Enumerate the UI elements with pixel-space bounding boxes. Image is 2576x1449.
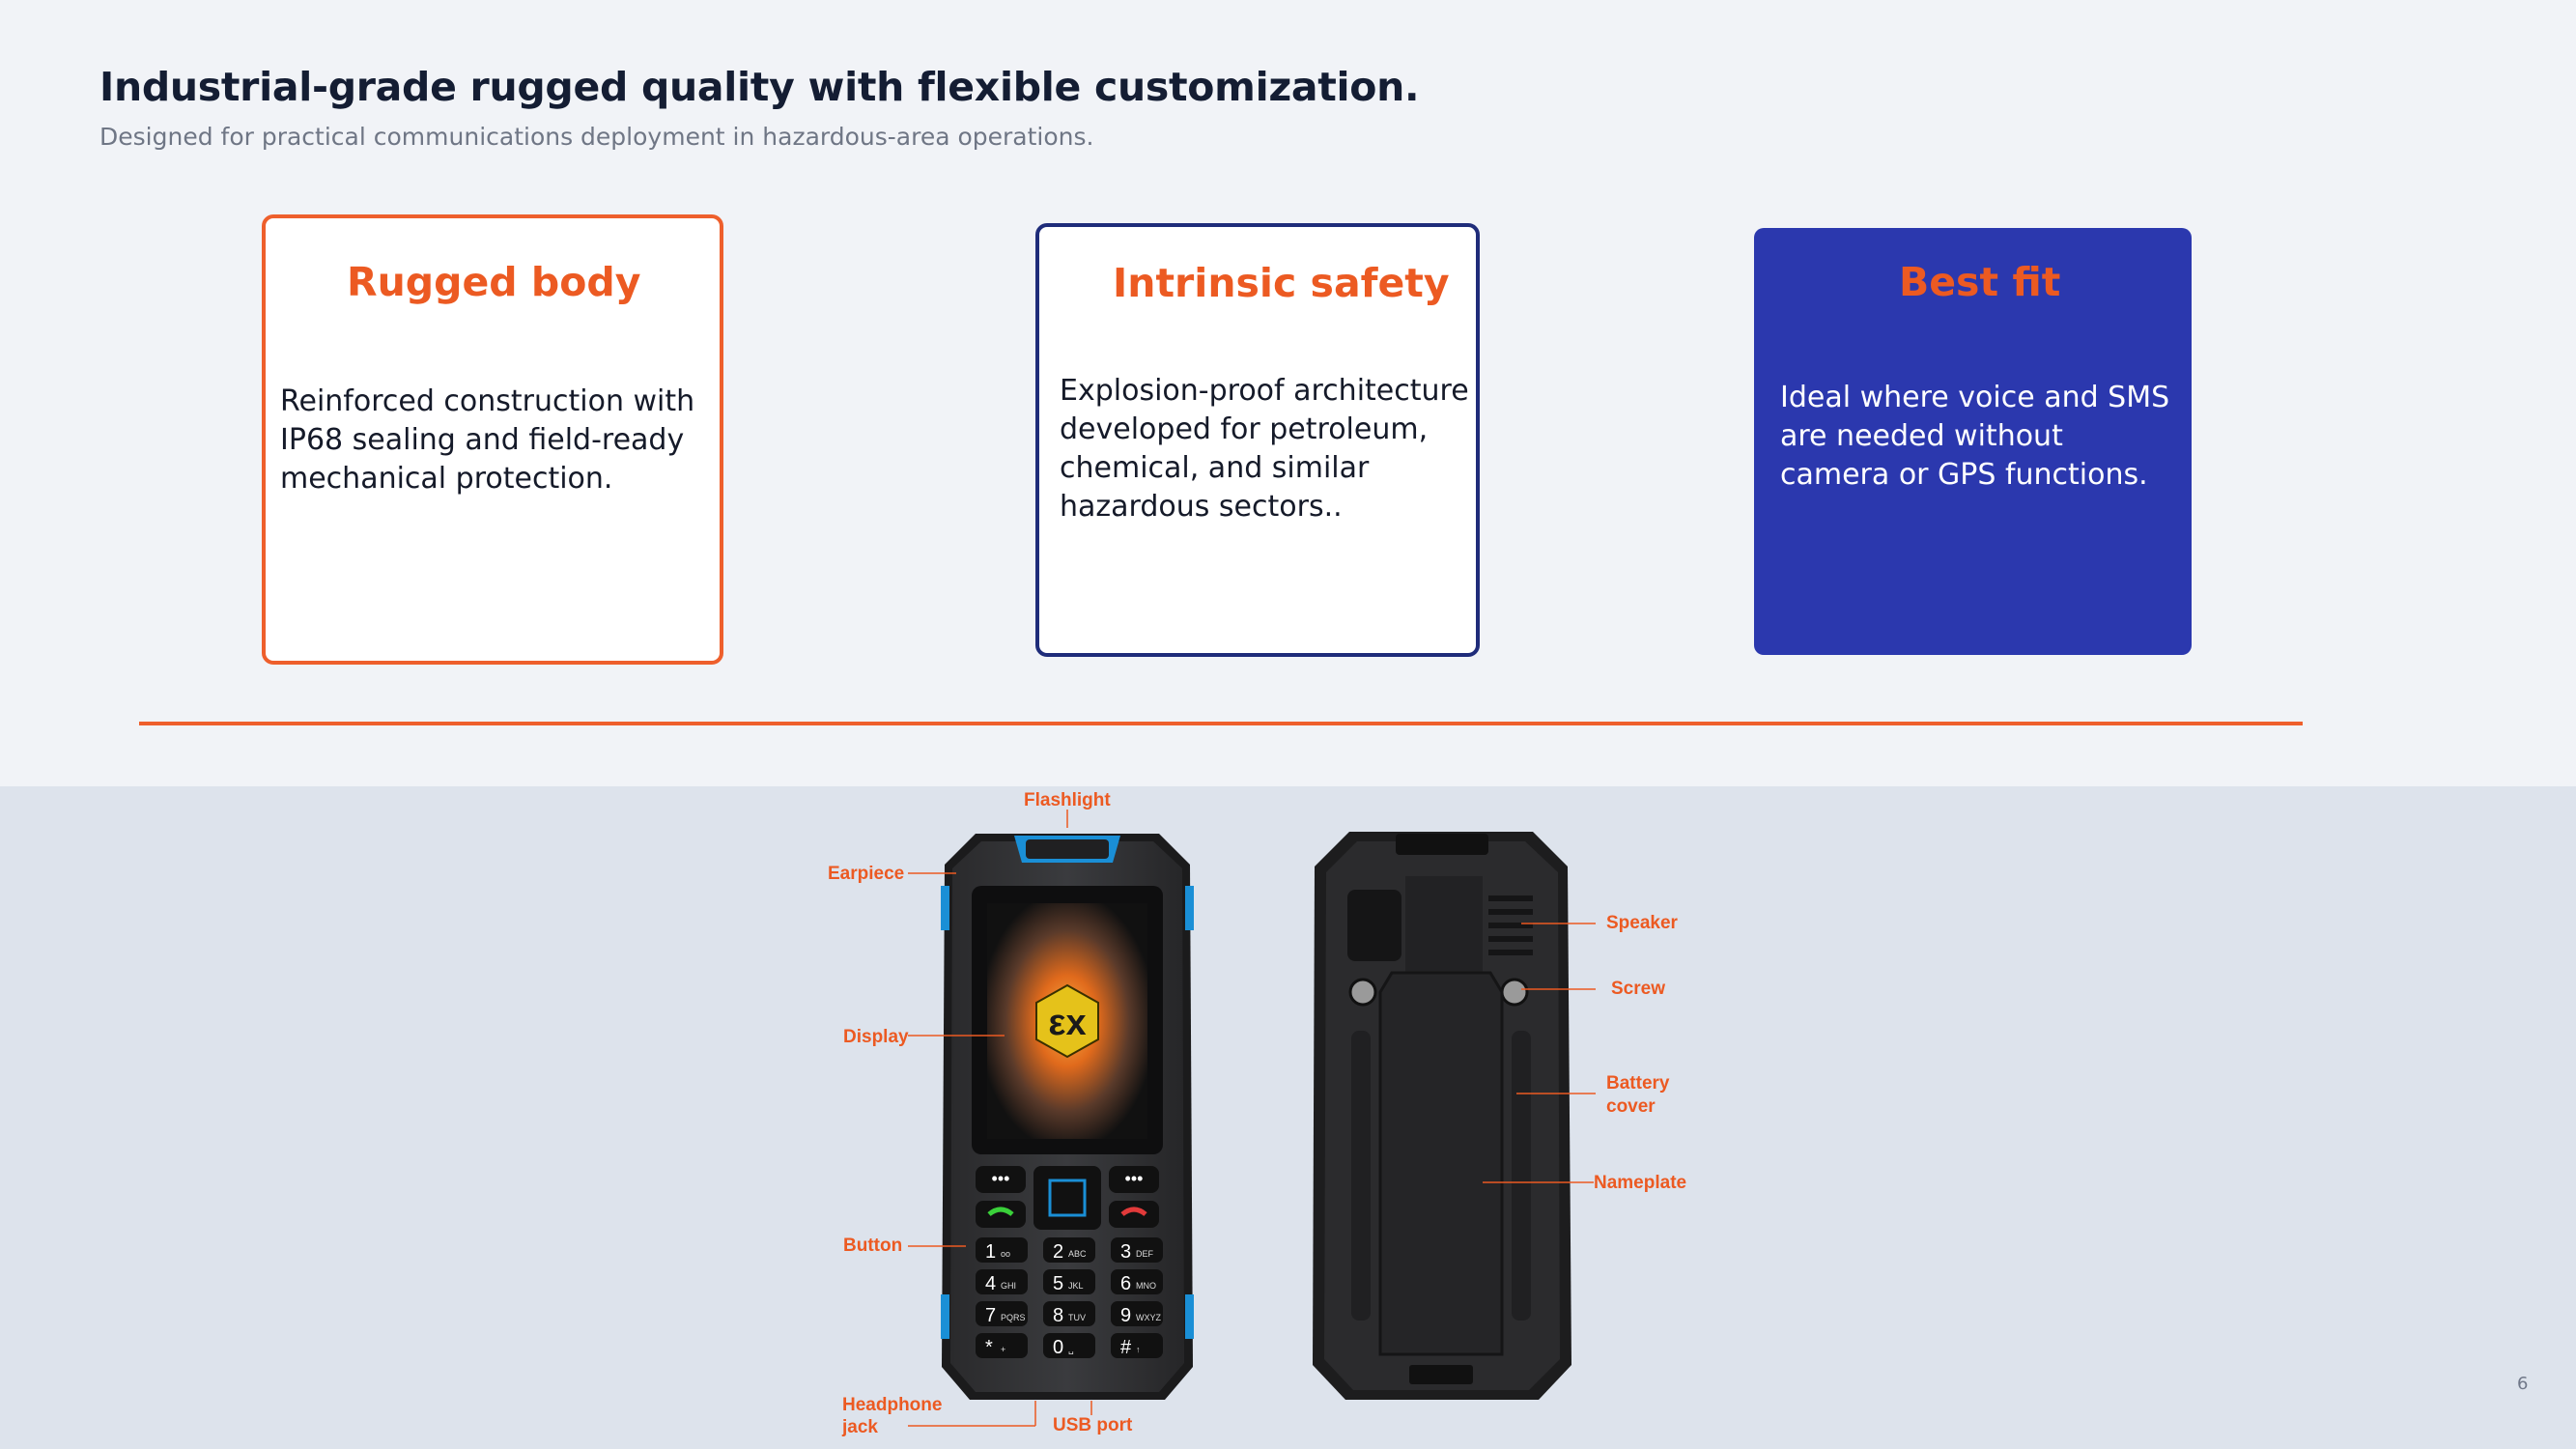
key-letters: GHI (1001, 1281, 1016, 1291)
product-diagram-panel (0, 786, 2576, 1449)
label-usb-port: USB port (1053, 1415, 1133, 1435)
card-best-fit: Best fit Ideal where voice and SMS are n… (1754, 228, 2192, 655)
key-letters: PQRS (1001, 1313, 1026, 1322)
keypad-key: 1 oo (976, 1237, 1028, 1263)
label-headphone-jack: Headphone jack (842, 1395, 943, 1437)
card-title: Rugged body (347, 259, 641, 305)
key-cap (1043, 1237, 1095, 1263)
ex-mark: εx (1048, 1003, 1086, 1043)
key-letters: WXYZ (1136, 1313, 1162, 1322)
key-digit: 1 (985, 1241, 996, 1263)
label-nameplate: Nameplate (1594, 1173, 1687, 1193)
key-digit: 5 (1053, 1273, 1063, 1294)
key-letters: ␣ (1068, 1345, 1074, 1355)
key-digit: 4 (985, 1273, 996, 1294)
label-display: Display (843, 1027, 909, 1047)
keypad-key: #↑ (1111, 1333, 1163, 1358)
key-cap (976, 1301, 1028, 1326)
label-earpiece: Earpiece (828, 864, 905, 884)
page-title: Industrial-grade rugged quality with fle… (99, 64, 1420, 110)
phone-front-image: εx ••• ••• 1 oo 2 ABC 3 DEF 4 GHI 5 JKL 6 MNO 7 PQRS 8… (941, 834, 1194, 1400)
key-letters: DEF (1136, 1249, 1154, 1259)
label-battery-cover-line1: Battery (1606, 1073, 1670, 1094)
key-cap (976, 1237, 1028, 1263)
key-cap (1111, 1333, 1163, 1358)
key-digit: * (985, 1337, 993, 1358)
section-divider (139, 722, 2303, 725)
key-digit: 7 (985, 1305, 996, 1326)
card-intrinsic-safety: Intrinsic safety Explosion-proof archite… (1035, 223, 1480, 657)
key-letters: TUV (1068, 1313, 1086, 1322)
key-digit: 8 (1053, 1305, 1063, 1326)
key-cap (1111, 1237, 1163, 1263)
key-cap (1043, 1301, 1095, 1326)
key-letters: + (1001, 1345, 1005, 1354)
keypad-key: 7 PQRS (976, 1301, 1028, 1326)
svg-text:•••: ••• (1125, 1169, 1144, 1188)
keypad-key: 0␣ (1043, 1333, 1095, 1358)
key-letters: ↑ (1136, 1345, 1141, 1354)
key-cap (1043, 1333, 1095, 1358)
label-flashlight: Flashlight (1024, 790, 1111, 810)
svg-text:•••: ••• (992, 1169, 1010, 1188)
keypad-key: 9 WXYZ (1111, 1301, 1163, 1326)
keypad-key: 8 TUV (1043, 1301, 1095, 1326)
label-battery-cover-line2: cover (1606, 1096, 1656, 1117)
keypad-key: 6 MNO (1111, 1269, 1163, 1294)
keypad-key: *+ (976, 1333, 1028, 1358)
key-digit: 0 (1053, 1337, 1063, 1358)
keypad-key: 4 GHI (976, 1269, 1028, 1294)
label-screw: Screw (1611, 979, 1665, 999)
key-cap (1111, 1269, 1163, 1294)
card-title: Intrinsic safety (1113, 260, 1450, 306)
key-digit: # (1120, 1337, 1132, 1358)
page-subtitle: Designed for practical communications de… (99, 123, 1094, 151)
key-digit: 9 (1120, 1305, 1131, 1326)
keypad-key: 3 DEF (1111, 1237, 1163, 1263)
card-title: Best fit (1899, 259, 2061, 305)
keypad-key: 2 ABC (1043, 1237, 1095, 1263)
key-digit: 6 (1120, 1273, 1131, 1294)
label-speaker: Speaker (1606, 913, 1678, 933)
key-digit: 2 (1053, 1241, 1063, 1263)
key-cap (976, 1269, 1028, 1294)
phone-back-image (1313, 832, 1571, 1400)
key-letters: ABC (1068, 1249, 1087, 1259)
key-cap (1043, 1269, 1095, 1294)
speaker-grille (1488, 895, 1533, 955)
key-letters: MNO (1136, 1281, 1156, 1291)
key-letters: oo (1001, 1249, 1010, 1259)
key-cap (1111, 1301, 1163, 1326)
card-body: Explosion-proof architecture developed f… (1060, 374, 1469, 524)
keypad-key: 5 JKL (1043, 1269, 1095, 1294)
key-cap (976, 1333, 1028, 1358)
card-body: Ideal where voice and SMS are needed wit… (1780, 381, 2170, 492)
key-letters: JKL (1068, 1281, 1084, 1291)
page-number: 6 (2517, 1374, 2529, 1394)
key-digit: 3 (1120, 1241, 1131, 1263)
card-body: Reinforced construction with IP68 sealin… (280, 384, 695, 496)
label-button: Button (843, 1236, 903, 1256)
card-rugged-body: Rugged body Reinforced construction with… (262, 214, 723, 665)
